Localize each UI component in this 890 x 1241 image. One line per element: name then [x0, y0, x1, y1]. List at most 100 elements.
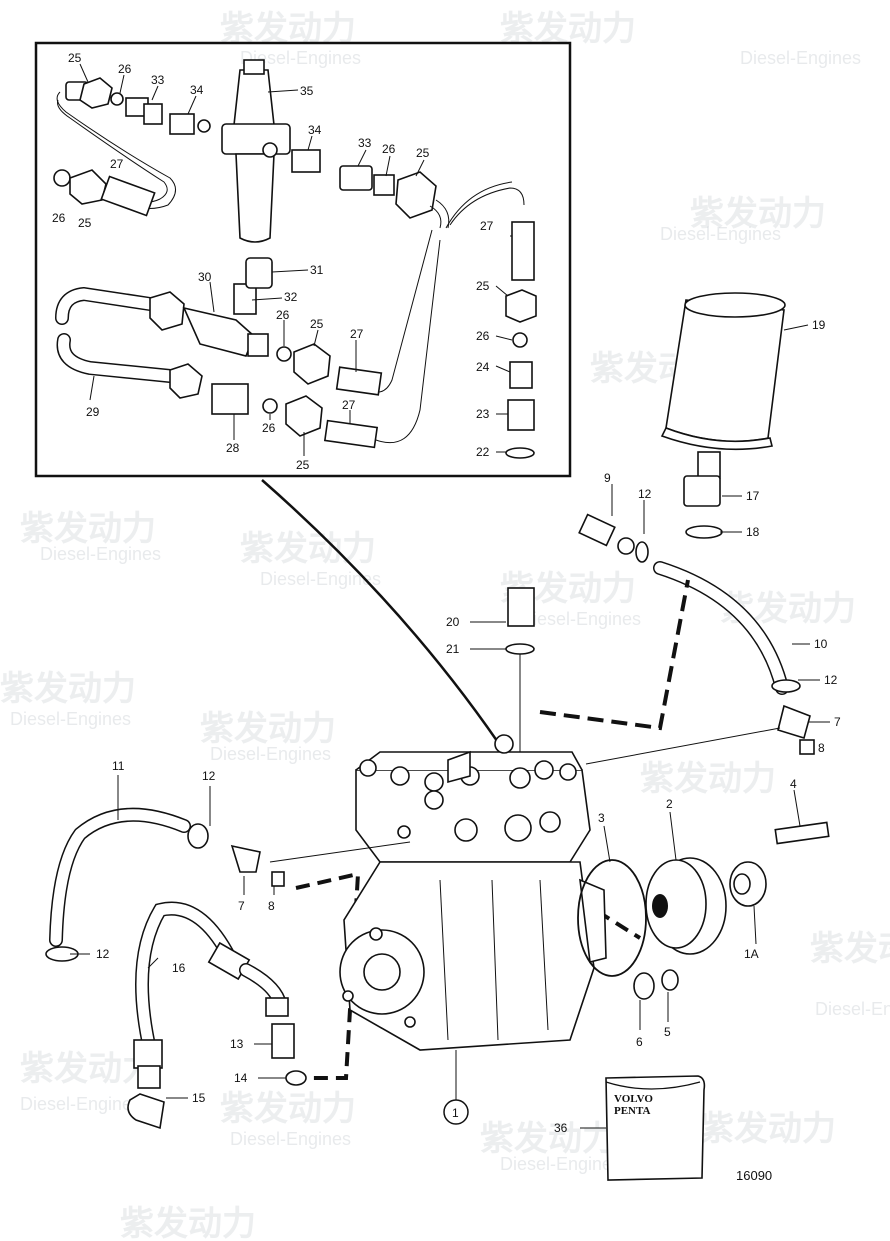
callout-label: 24 — [476, 360, 490, 374]
watermark-text: Diesel-Engines — [210, 744, 331, 764]
top-nipple — [505, 587, 535, 770]
callout-label: 16 — [172, 961, 186, 975]
callout-label: 26 — [276, 308, 290, 322]
watermark-text: Diesel-Engines — [500, 1154, 621, 1174]
watermark-text: 紫发动力 — [640, 759, 776, 799]
callout-label: 8 — [268, 899, 275, 913]
watermark-text: Diesel-Engines — [260, 569, 381, 589]
loose-tube-fittings — [53, 169, 156, 217]
callout-circle — [443, 1099, 469, 1125]
callout-label: 27 — [342, 398, 356, 412]
callout-label: 25 — [416, 146, 430, 160]
drive-parts — [577, 821, 830, 1000]
watermark-text: Diesel-Engines — [660, 224, 781, 244]
callout-label: 34 — [308, 123, 322, 137]
drawing-number: 16090 — [736, 1168, 772, 1183]
callout-label: 12 — [202, 769, 216, 783]
callout-label: 18 — [746, 525, 760, 539]
callout-label: 13 — [230, 1037, 244, 1051]
callout-label: 21 — [446, 642, 460, 656]
callout-label: 23 — [476, 407, 490, 421]
callout-label: 1 — [452, 1106, 459, 1120]
watermark-text: 紫发动力 — [0, 669, 136, 709]
watermark-text: 紫发动力 — [690, 194, 826, 234]
callout-label: 10 — [814, 637, 828, 651]
callout-label: 7 — [238, 899, 245, 913]
oil-filter — [660, 292, 786, 539]
callout-label: 25 — [78, 216, 92, 230]
callout-label: 4 — [790, 777, 797, 791]
callout-label: 26 — [382, 142, 396, 156]
watermark-text: Diesel-Engines — [520, 609, 641, 629]
callout-label: 26 — [118, 62, 132, 76]
callout-label: 22 — [476, 445, 490, 459]
callout-label: 17 — [746, 489, 760, 503]
callout-label: 14 — [234, 1071, 248, 1085]
callout-label: 35 — [300, 84, 314, 98]
watermark-text: Diesel-Engines — [240, 48, 361, 68]
callout-label: 3 — [598, 811, 605, 825]
callout-label: 11 — [112, 759, 125, 773]
callout-label: 8 — [818, 741, 825, 755]
callout-label: 12 — [824, 673, 838, 687]
upper-pipe-run — [56, 59, 450, 243]
left-hoses — [45, 807, 307, 1130]
callout-label: 9 — [604, 471, 611, 485]
callout-label: 2 — [666, 797, 673, 811]
callout-label: 34 — [190, 83, 204, 97]
callout-label: 31 — [310, 263, 324, 277]
watermark-text: Diesel-Engines — [20, 1094, 141, 1114]
callout-label: 12 — [638, 487, 652, 501]
callout-label: 26 — [476, 329, 490, 343]
callout-label: 30 — [198, 270, 212, 284]
callout-label: 36 — [554, 1121, 568, 1135]
inset-callouts: 25 26 33 34 35 34 33 26 25 27 26 25 27 2… — [52, 51, 494, 472]
leader-lines — [70, 63, 830, 1129]
watermark-text: 紫发动力 — [20, 509, 156, 549]
callout-label: 25 — [310, 317, 324, 331]
callout-label: 27 — [350, 327, 364, 341]
callout-label: 6 — [636, 1035, 643, 1049]
callout-label: 25 — [68, 51, 82, 65]
watermark-text: 紫发动力 — [240, 529, 376, 569]
watermark-text: 紫发动力 — [480, 1119, 616, 1159]
inset-leader-line — [261, 479, 512, 761]
callout-label: 1A — [744, 947, 759, 961]
callout-label: 26 — [52, 211, 66, 225]
callout-label: 32 — [284, 290, 298, 304]
callout-label: 20 — [446, 615, 460, 629]
watermark-text: Diesel-Engines — [10, 709, 131, 729]
callout-label: 25 — [296, 458, 310, 472]
callout-label: 15 — [192, 1091, 206, 1105]
callout-label: 28 — [226, 441, 240, 455]
callout-label: 27 — [110, 157, 124, 171]
right-vertical-fittings — [373, 181, 537, 459]
watermark-layer: 紫发动力 Diesel-Engines 紫发动力 Diesel-Engines … — [0, 9, 890, 1241]
tee-assembly — [55, 239, 441, 449]
oil-return-hose — [578, 513, 815, 755]
callout-label: 27 — [480, 219, 494, 233]
main-callouts: 19 17 18 9 12 10 12 7 8 20 21 11 12 7 8 … — [96, 318, 841, 1135]
watermark-text: 紫发动力 — [220, 1089, 356, 1129]
callout-label: 19 — [812, 318, 826, 332]
callout-label: 33 — [358, 136, 372, 150]
callout-label: 29 — [86, 405, 100, 419]
watermark-text: Diesel-Engines — [740, 48, 861, 68]
callout-label: 5 — [664, 1025, 671, 1039]
watermark-text: 紫发动力 — [700, 1109, 836, 1149]
brand-badge-line2: PENTA — [614, 1105, 651, 1117]
callout-label: 26 — [262, 421, 276, 435]
watermark-text: Diesel-Engines — [40, 544, 161, 564]
compressor — [339, 734, 607, 1051]
callout-label: 33 — [151, 73, 165, 87]
volvo-penta-packet: VOLVO PENTA — [605, 1075, 706, 1181]
callout-label: 7 — [834, 715, 841, 729]
brand-badge-line1: VOLVO — [614, 1093, 653, 1105]
detail-inset-frame — [34, 41, 572, 478]
watermark-text: 紫发动力 — [810, 929, 890, 969]
callout-label: 25 — [476, 279, 490, 293]
watermark-text: Diesel-Engines — [815, 999, 890, 1019]
watermark-text: Diesel-Engines — [230, 1129, 351, 1149]
watermark-text: 紫发动力 — [200, 709, 336, 749]
